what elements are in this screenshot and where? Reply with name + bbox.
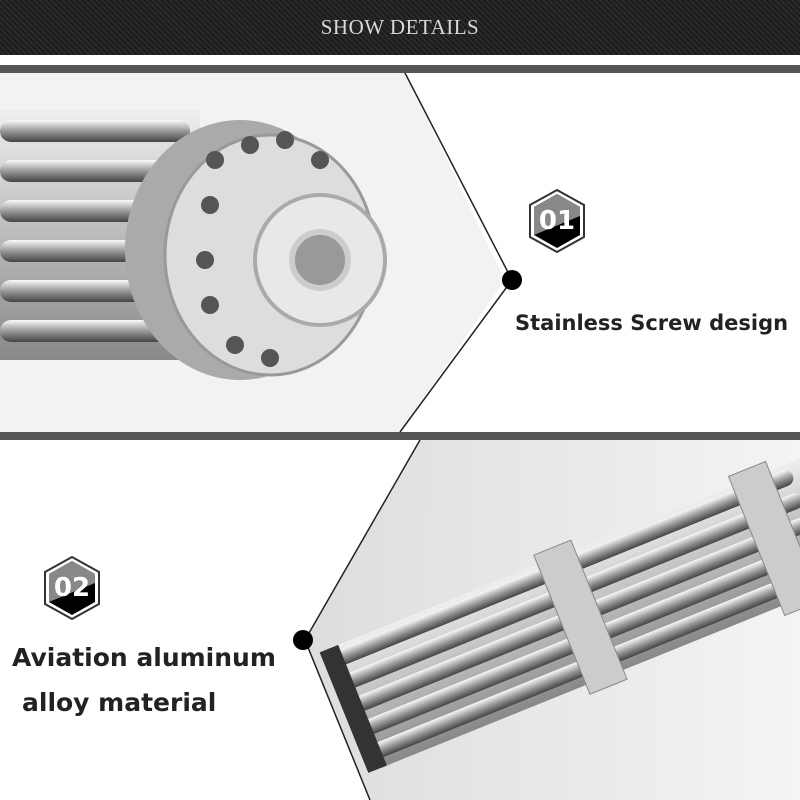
feature-number: 01 (538, 206, 576, 236)
feature-caption: Stainless Screw design (515, 311, 789, 335)
photo-screw-end (0, 72, 522, 433)
feature-caption-line2: alloy material (22, 688, 217, 717)
divider (0, 65, 800, 73)
header-title: SHOW DETAILS (320, 15, 480, 39)
header-banner: SHOW DETAILS (0, 0, 800, 55)
photo-aluminum-body (293, 439, 800, 800)
divider (0, 432, 800, 440)
feature-number: 02 (53, 573, 91, 603)
feature-caption-line1: Aviation aluminum (12, 643, 276, 672)
feature-number-badge: 02 (42, 555, 102, 621)
feature-number-badge: 01 (527, 188, 587, 254)
